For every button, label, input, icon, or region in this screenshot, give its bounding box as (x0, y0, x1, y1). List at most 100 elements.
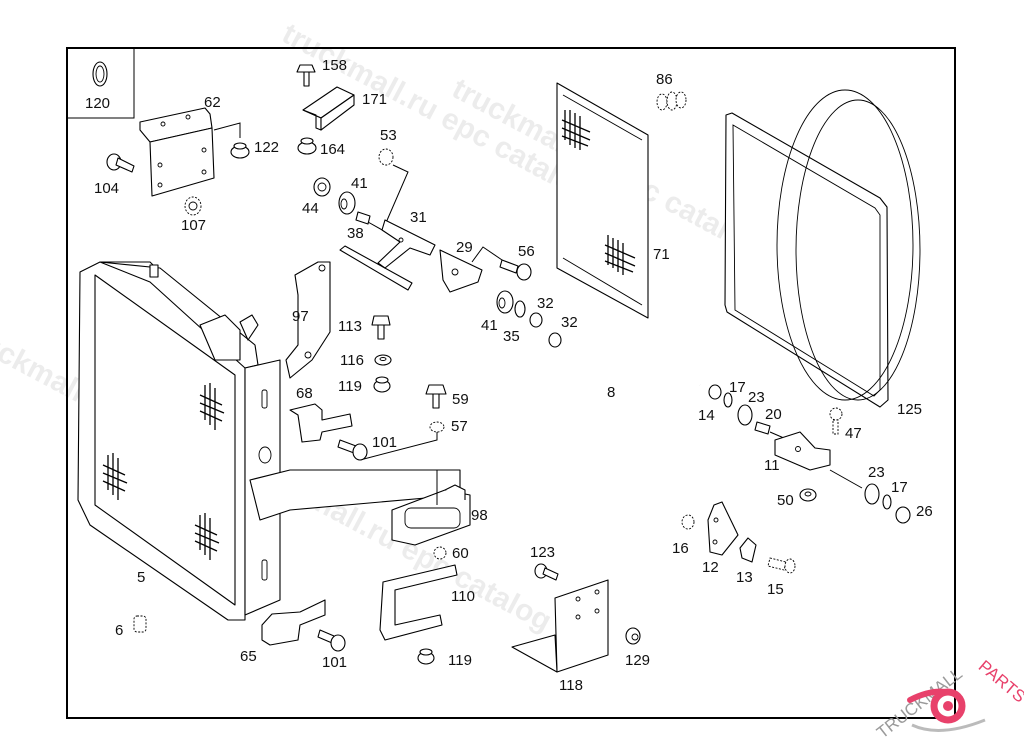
callout-104[interactable]: 104 (94, 180, 119, 197)
callout-125[interactable]: 125 (897, 401, 922, 418)
part-120-clip[interactable] (92, 61, 108, 87)
callout-17-b[interactable]: 17 (891, 479, 908, 496)
callout-97[interactable]: 97 (292, 308, 309, 325)
callout-171[interactable]: 171 (362, 91, 387, 108)
callout-6[interactable]: 6 (115, 622, 123, 639)
callout-59[interactable]: 59 (452, 391, 469, 408)
part-32-nut-b[interactable] (548, 332, 562, 348)
part-164-grommet[interactable] (297, 137, 317, 155)
callout-56[interactable]: 56 (518, 243, 535, 260)
callout-15[interactable]: 15 (767, 581, 784, 598)
part-11-bracket[interactable] (774, 431, 831, 471)
part-104-bolt[interactable] (106, 153, 135, 173)
callout-123[interactable]: 123 (530, 544, 555, 561)
callout-158[interactable]: 158 (322, 57, 347, 74)
part-68-bracket[interactable] (289, 403, 353, 443)
callout-122[interactable]: 122 (254, 139, 279, 156)
callout-53[interactable]: 53 (380, 127, 397, 144)
part-71-intercooler[interactable] (556, 82, 649, 319)
part-59-bolt[interactable] (425, 384, 447, 409)
callout-29[interactable]: 29 (456, 239, 473, 256)
part-116-washer[interactable] (374, 354, 392, 366)
callout-65[interactable]: 65 (240, 648, 257, 665)
callout-32-b[interactable]: 32 (561, 314, 578, 331)
callout-113[interactable]: 113 (338, 318, 362, 335)
callout-5[interactable]: 5 (137, 569, 145, 586)
part-129-nut[interactable] (625, 627, 641, 645)
part-41-bushing[interactable] (338, 191, 356, 215)
part-38-sleeve[interactable] (355, 211, 371, 225)
callout-35[interactable]: 35 (503, 328, 520, 345)
callout-50[interactable]: 50 (777, 492, 794, 509)
callout-26[interactable]: 26 (916, 503, 933, 520)
part-57-washer[interactable] (429, 421, 445, 433)
part-56-bolt[interactable] (499, 259, 532, 281)
callout-129[interactable]: 129 (625, 652, 650, 669)
callout-11[interactable]: 11 (764, 457, 780, 474)
callout-12[interactable]: 12 (702, 559, 719, 576)
part-101-bolt-top[interactable] (337, 439, 368, 461)
callout-20[interactable]: 20 (765, 406, 782, 423)
part-122-grommet[interactable] (230, 142, 250, 159)
part-23-bushing-a[interactable] (737, 404, 753, 426)
callout-57[interactable]: 57 (451, 418, 468, 435)
callout-101-top[interactable]: 101 (372, 434, 397, 451)
part-158-bolt[interactable] (296, 64, 316, 87)
callout-14[interactable]: 14 (698, 407, 715, 424)
part-5-radiator[interactable] (77, 261, 461, 621)
part-29-bracket[interactable] (439, 249, 483, 293)
part-35-washer[interactable] (514, 300, 526, 318)
part-60-spacer[interactable] (433, 546, 447, 560)
callout-119-top[interactable]: 119 (338, 378, 362, 395)
callout-44[interactable]: 44 (302, 200, 319, 217)
callout-71[interactable]: 71 (653, 246, 670, 263)
part-65-bracket[interactable] (261, 599, 326, 646)
part-31-arm[interactable] (339, 219, 436, 291)
part-17-washer-b[interactable] (882, 494, 892, 510)
callout-101-bottom[interactable]: 101 (322, 654, 347, 671)
callout-116[interactable]: 116 (340, 352, 364, 369)
part-32-nut-a[interactable] (529, 312, 543, 328)
part-125-fan-shroud[interactable] (724, 89, 921, 408)
part-123-bolt[interactable] (534, 563, 559, 581)
part-118-bracket[interactable] (511, 579, 609, 673)
callout-38[interactable]: 38 (347, 225, 364, 242)
callout-86[interactable]: 86 (656, 71, 673, 88)
part-50-nut[interactable] (799, 488, 817, 502)
callout-107[interactable]: 107 (181, 217, 206, 234)
part-86-cap[interactable] (656, 91, 687, 111)
part-12-plate[interactable] (707, 501, 739, 556)
callout-118[interactable]: 118 (559, 677, 583, 694)
callout-13[interactable]: 13 (736, 569, 753, 586)
callout-32-a[interactable]: 32 (537, 295, 554, 312)
part-20-sleeve[interactable] (754, 421, 771, 435)
callout-16[interactable]: 16 (672, 540, 689, 557)
part-53-nut[interactable] (378, 148, 394, 166)
part-119-grommet-bottom[interactable] (417, 648, 435, 665)
callout-17-a[interactable]: 17 (729, 379, 746, 396)
part-98-mount[interactable] (391, 484, 471, 546)
part-101-bolt-bottom[interactable] (317, 629, 346, 652)
callout-41-lower[interactable]: 41 (481, 317, 498, 334)
part-26-nut[interactable] (895, 506, 911, 524)
part-23-bushing-b[interactable] (864, 483, 880, 505)
part-17-washer-a[interactable] (723, 392, 733, 408)
part-62-bracket[interactable] (139, 107, 215, 197)
part-47-bolt[interactable] (829, 407, 843, 435)
part-6-plug[interactable] (133, 615, 147, 633)
callout-23-b[interactable]: 23 (868, 464, 885, 481)
part-16-nut[interactable] (681, 514, 695, 530)
part-44-nut[interactable] (313, 177, 331, 197)
callout-164[interactable]: 164 (320, 141, 345, 158)
callout-110[interactable]: 110 (451, 588, 475, 605)
callout-41-top[interactable]: 41 (351, 175, 368, 192)
part-171-block[interactable] (302, 86, 355, 131)
part-8-rod[interactable] (561, 341, 701, 387)
part-13-clip[interactable] (739, 537, 757, 563)
part-14-nut[interactable] (708, 384, 722, 400)
part-15-bolt[interactable] (767, 557, 796, 574)
callout-98[interactable]: 98 (471, 507, 488, 524)
part-113-bolt[interactable] (371, 315, 391, 340)
callout-23-a[interactable]: 23 (748, 389, 765, 406)
part-119-grommet-top[interactable] (373, 376, 391, 393)
